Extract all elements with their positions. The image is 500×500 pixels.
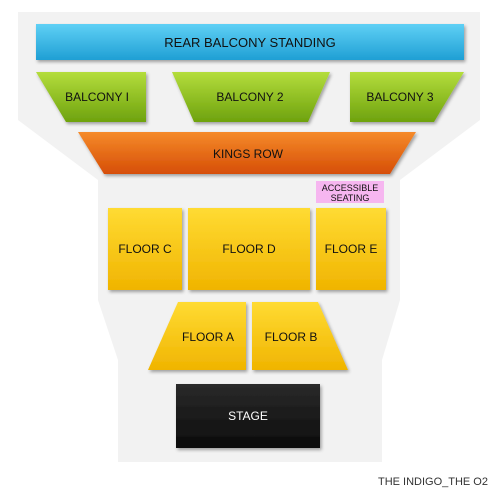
section-rear-balcony-standing[interactable]: REAR BALCONY STANDING — [36, 24, 464, 60]
section-balcony-1[interactable]: BALCONY I — [36, 72, 146, 122]
accessible-label-line2: SEATING — [331, 193, 370, 203]
section-label: BALCONY 2 — [216, 90, 283, 104]
section-balcony-3[interactable]: BALCONY 3 — [350, 72, 464, 122]
section-label: FLOOR D — [222, 242, 276, 256]
section-floor-b[interactable]: FLOOR B — [252, 302, 348, 370]
stage-label: STAGE — [228, 409, 268, 423]
section-accessible-seating[interactable]: ACCESSIBLE SEATING — [316, 181, 384, 203]
section-label: FLOOR A — [182, 330, 234, 344]
section-floor-a[interactable]: FLOOR A — [148, 302, 246, 370]
section-label: KINGS ROW — [213, 147, 284, 161]
section-label: BALCONY I — [65, 90, 129, 104]
section-floor-e[interactable]: FLOOR E — [316, 208, 386, 290]
section-label: FLOOR E — [325, 242, 378, 256]
section-label: FLOOR C — [118, 242, 172, 256]
section-floor-d[interactable]: FLOOR D — [188, 208, 310, 290]
section-label: REAR BALCONY STANDING — [164, 35, 335, 50]
section-balcony-2[interactable]: BALCONY 2 — [172, 72, 330, 122]
venue-name: THE INDIGO_THE O2 — [378, 476, 488, 488]
section-label: FLOOR B — [265, 330, 318, 344]
section-floor-c[interactable]: FLOOR C — [108, 208, 182, 290]
accessible-label-line1: ACCESSIBLE — [322, 183, 379, 193]
stage: STAGE — [176, 384, 320, 448]
section-label: BALCONY 3 — [366, 90, 433, 104]
section-kings-row[interactable]: KINGS ROW — [78, 132, 416, 174]
